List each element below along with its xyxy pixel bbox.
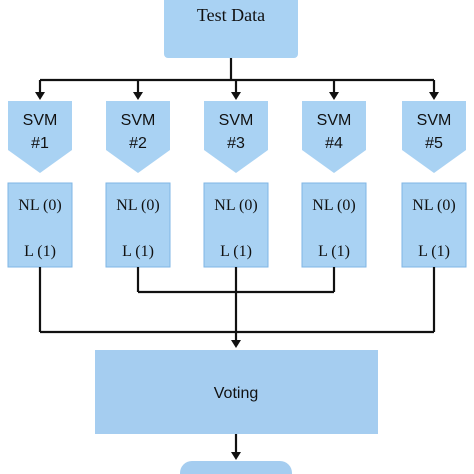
inner-merge-lines — [136, 267, 336, 294]
output-box-2 — [105, 182, 171, 268]
svm-node-3-line1: SVM — [219, 112, 254, 129]
svm-node-2 — [106, 101, 170, 173]
output-box-2-l: L (1) — [122, 243, 154, 260]
center-down-arrow-head — [231, 340, 241, 348]
top-arrow-head-3 — [231, 92, 241, 100]
output-box-5-nl: NL (0) — [412, 197, 455, 214]
test-data-label: Test Data — [197, 5, 265, 25]
svm-node-2-line1: SVM — [121, 112, 156, 129]
output-box-1-l: L (1) — [24, 243, 56, 260]
svm-node-5-line2: #5 — [425, 135, 443, 152]
next-stage-box — [180, 461, 292, 474]
svm-node-4 — [302, 101, 366, 173]
top-arrow-head-4 — [329, 92, 339, 100]
test-data-box — [164, 0, 298, 58]
output-box-3-nl: NL (0) — [214, 197, 257, 214]
svm-node-1-line1: SVM — [23, 112, 58, 129]
svm-node-1 — [8, 101, 72, 173]
top-arrow-head-1 — [35, 92, 45, 100]
output-box-4 — [301, 182, 367, 268]
svm-node-4-line2: #4 — [325, 135, 343, 152]
top-arrow-head-2 — [133, 92, 143, 100]
output-box-4-l: L (1) — [318, 243, 350, 260]
output-box-5-l: L (1) — [418, 243, 450, 260]
voting-box — [95, 350, 378, 434]
output-box-1 — [7, 182, 73, 268]
voting-label: Voting — [214, 385, 258, 402]
output-box-1-nl: NL (0) — [18, 197, 61, 214]
top-arrow-head-5 — [429, 92, 439, 100]
output-box-3 — [203, 182, 269, 268]
voting-down-arrow-head — [231, 452, 241, 460]
svm-nodes: SVM #1 SVM #2 SVM #3 SVM #4 SVM #5 — [8, 101, 466, 173]
top-arrows — [35, 80, 439, 100]
svm-node-1-line2: #1 — [31, 135, 49, 152]
output-box-3-l: L (1) — [220, 243, 252, 260]
svm-node-3-line2: #3 — [227, 135, 245, 152]
svm-node-5 — [402, 101, 466, 173]
svm-node-4-line1: SVM — [317, 112, 352, 129]
svm-node-5-line1: SVM — [417, 112, 452, 129]
output-box-2-nl: NL (0) — [116, 197, 159, 214]
svm-node-3 — [204, 101, 268, 173]
output-boxes: NL (0) L (1) NL (0) L (1) NL (0) L (1) N… — [7, 182, 467, 268]
output-box-5 — [401, 182, 467, 268]
svm-node-2-line2: #2 — [129, 135, 147, 152]
output-box-4-nl: NL (0) — [312, 197, 355, 214]
